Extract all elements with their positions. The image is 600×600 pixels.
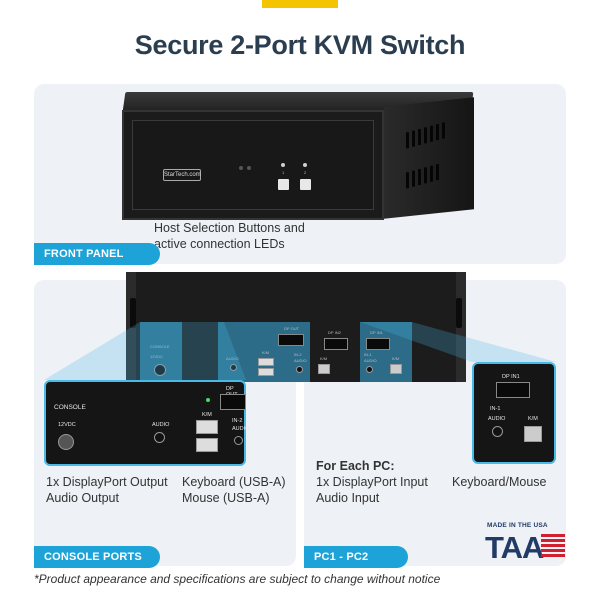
console-ports-zoom: CONSOLE 12VDC AUDIO DP OUT K/M IN-2 AUDI…	[44, 380, 250, 466]
rear-label-console: CONSOLE	[150, 344, 170, 349]
taa-text: TAA	[485, 530, 544, 565]
caption-line: 1x DisplayPort Output	[46, 475, 168, 489]
zoom-label-km: K/M	[202, 412, 212, 418]
status-led	[206, 398, 210, 402]
console-ports-tag: CONSOLE PORTS	[34, 546, 160, 568]
zoom-label-console: CONSOLE	[54, 404, 86, 411]
usb-b-port	[524, 426, 542, 442]
zoom-label-in1: IN-1	[490, 406, 501, 412]
usb-port	[258, 368, 274, 376]
page-title: Secure 2-Port KVM Switch	[134, 30, 466, 60]
status-led	[247, 166, 251, 170]
power-jack	[154, 364, 166, 376]
zoom-label-12vdc: 12VDC	[58, 422, 76, 428]
audio-jack	[366, 366, 373, 373]
taa-badge: MADE IN THE USA TAA	[483, 522, 567, 570]
rear-label-audio2: AUDIO	[294, 358, 307, 363]
rear-label-km2: K/M	[320, 356, 328, 361]
zoom-label-audio: AUDIO	[152, 422, 170, 428]
port-1-led	[281, 163, 285, 167]
port-2-select-button	[300, 179, 311, 190]
button-label-1: 1	[282, 170, 285, 175]
port-1-select-button	[278, 179, 289, 190]
footnote: *Product appearance and specifications a…	[34, 572, 441, 586]
dp-out-port	[220, 394, 246, 410]
rear-label-12vdc: 12VDC	[150, 354, 163, 359]
caption-line: Mouse (USB-A)	[182, 491, 270, 505]
zoom-label-in2: IN-2	[232, 418, 243, 424]
console-caption-left: 1x DisplayPort Output Audio Output	[46, 474, 168, 506]
zoom-label-dp-in1: DP IN1	[502, 374, 520, 380]
zoom-label-km: K/M	[528, 416, 538, 422]
audio-jack	[234, 436, 243, 445]
zoom-label-audio2: AUDIO	[232, 426, 250, 432]
audio-jack	[492, 426, 503, 437]
status-led	[239, 166, 243, 170]
kvm-rear-image: CONSOLE 12VDC DP OUT K/M AUDIO IN-2 AUDI…	[126, 272, 466, 382]
rear-label-dp-in1: DP IN1	[370, 330, 383, 335]
rear-label-dp-in2: DP IN2	[328, 330, 341, 335]
caption-line: active connection LEDs	[154, 237, 285, 251]
audio-jack	[296, 366, 303, 373]
rear-label-audio: AUDIO	[226, 356, 239, 361]
audio-jack	[230, 364, 237, 371]
pc-ports-tag: PC1 - PC2 PORTS	[304, 546, 408, 585]
rear-rail	[456, 298, 462, 328]
dp-in2-port	[324, 338, 348, 350]
caption-line: Audio Input	[316, 491, 380, 505]
dp-in1-port	[496, 382, 530, 398]
kvm-front-image: StarTech.com 1 2	[122, 92, 474, 224]
power-jack	[58, 434, 74, 450]
caption-line: Host Selection Buttons and	[154, 221, 305, 235]
pc-beam	[360, 322, 556, 362]
caption-line: Audio Output	[46, 491, 119, 505]
pc-caption: For Each PC: 1x DisplayPort Input Audio …	[316, 458, 428, 506]
pc-ports-zoom: DP IN1 IN-1 AUDIO K/M	[472, 362, 556, 464]
zoom-label-audio: AUDIO	[488, 416, 506, 422]
chassis-front: StarTech.com 1 2	[122, 110, 384, 220]
dp-out-port	[278, 334, 304, 346]
mouse-usb-port	[196, 438, 218, 452]
rear-label-km: K/M	[262, 350, 270, 355]
port-2-led	[303, 163, 307, 167]
front-panel-tag: FRONT PANEL	[34, 243, 160, 265]
dp-in1-port	[366, 338, 390, 350]
flag-stripes-icon	[541, 534, 565, 558]
usb-port	[258, 358, 274, 366]
usb-b-port	[318, 364, 330, 374]
audio-jack	[154, 432, 165, 443]
rear-label-in2: IN-2	[294, 352, 302, 357]
pc-caption-right: Keyboard/Mouse	[452, 475, 547, 489]
console-beam	[44, 322, 246, 380]
usb-b-port	[390, 364, 402, 374]
rear-label-audio3: AUDIO	[364, 358, 377, 363]
caption-line: 1x DisplayPort Input	[316, 475, 428, 489]
console-caption-right: Keyboard (USB-A) Mouse (USB-A)	[182, 474, 286, 506]
front-bezel: StarTech.com 1 2	[132, 120, 374, 210]
taa-made-in-usa: MADE IN THE USA	[487, 522, 548, 529]
top-accent-bar	[262, 0, 338, 8]
rear-label-km3: K/M	[392, 356, 400, 361]
rear-label-dp-out: DP OUT	[284, 326, 300, 331]
keyboard-usb-port	[196, 420, 218, 434]
button-label-2: 2	[304, 170, 307, 175]
front-panel-caption: Host Selection Buttons and active connec…	[154, 220, 305, 252]
caption-heading: For Each PC:	[316, 459, 395, 473]
caption-line: Keyboard (USB-A)	[182, 475, 286, 489]
brand-logo: StarTech.com	[163, 169, 201, 181]
rear-rail	[130, 298, 136, 328]
rear-label-in1: IN-1	[364, 352, 372, 357]
